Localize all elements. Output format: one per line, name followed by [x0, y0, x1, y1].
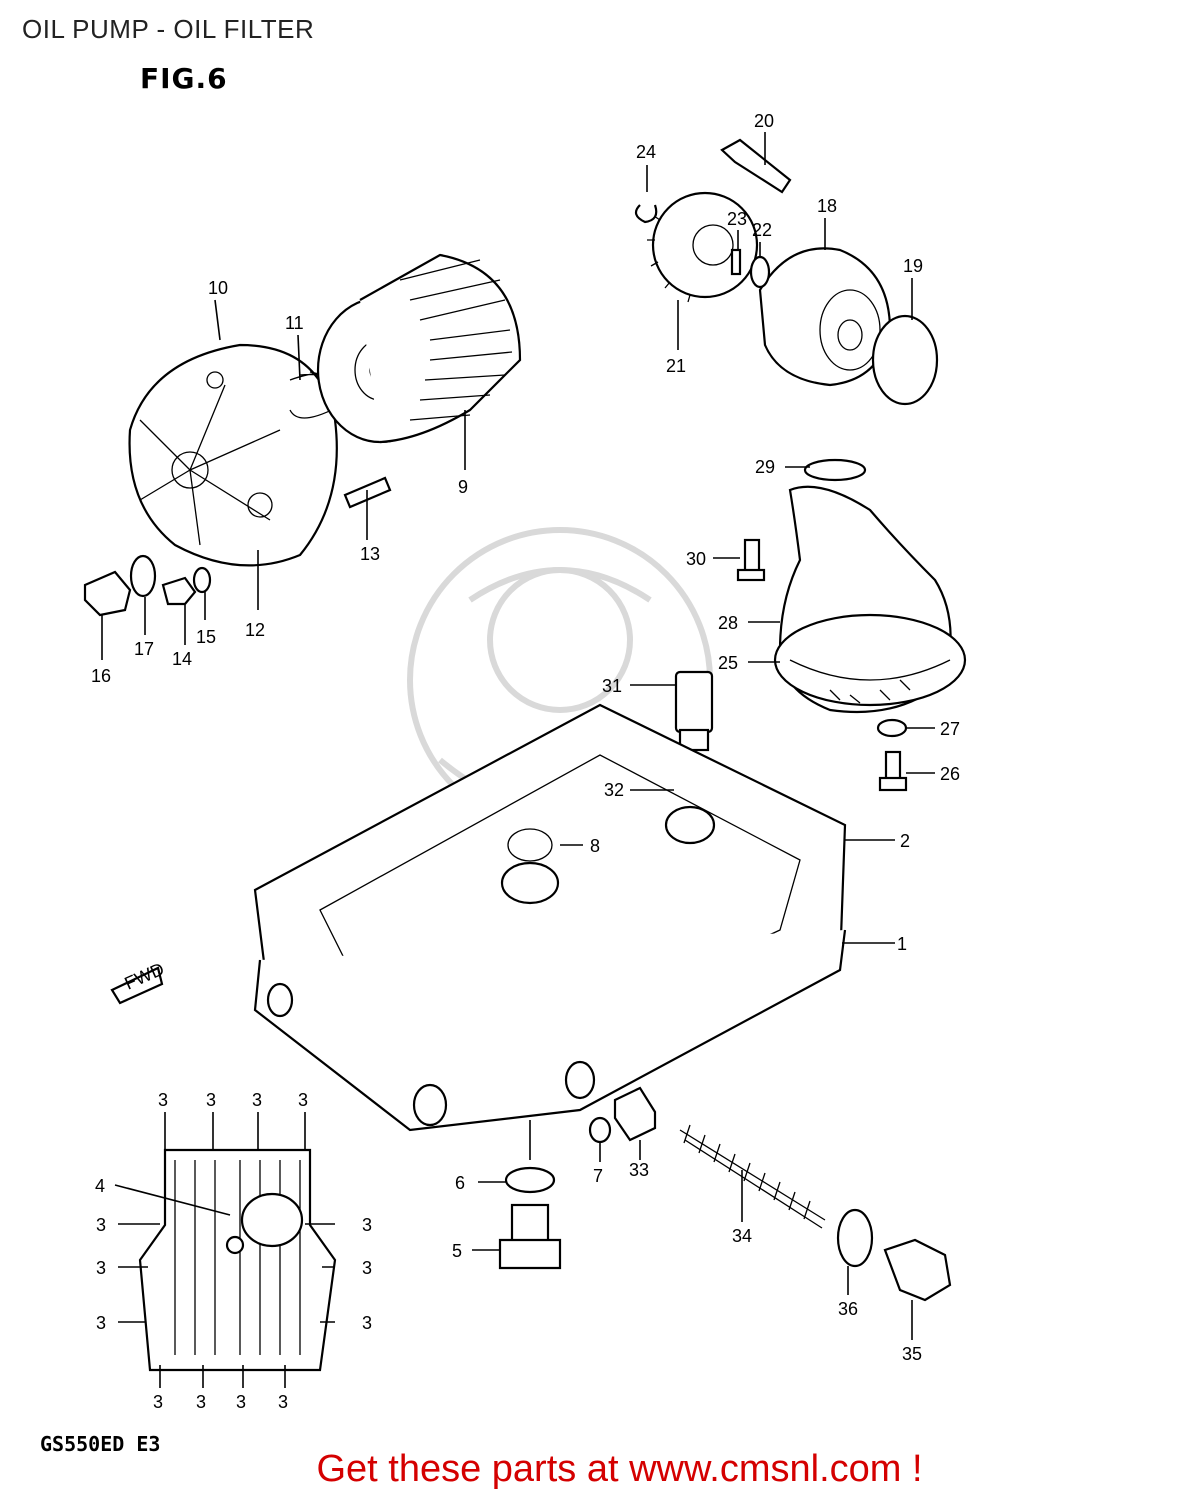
plug-35	[883, 1238, 952, 1302]
shop-link-banner[interactable]: Get these parts at www.cmsnl.com !	[316, 1448, 923, 1490]
bolt-26	[878, 750, 908, 792]
callout-3: 3	[252, 1090, 262, 1110]
callout-12: 12	[245, 620, 265, 640]
drain-plug-5	[498, 1203, 562, 1270]
leader-lines	[101, 132, 935, 1388]
pump-o-ring	[871, 314, 939, 406]
callout-24: 24	[636, 142, 656, 162]
page-title: OIL PUMP - OIL FILTER	[22, 14, 315, 44]
sleeve-33	[613, 1086, 657, 1142]
callout-29: 29	[755, 457, 775, 477]
filter-drain-plug	[83, 554, 212, 617]
pin-23	[730, 248, 742, 276]
pump-bolt	[720, 138, 792, 194]
callout-3: 3	[96, 1258, 106, 1278]
callout-22: 22	[752, 220, 772, 240]
callout-7: 7	[593, 1166, 603, 1186]
callout-4: 4	[95, 1176, 105, 1196]
callout-numbers: 1 2 4 5 6 7 8 9 10 11 12 13 14 15 16 17 …	[91, 111, 960, 1412]
model-code: GS550ED E3	[40, 1432, 161, 1456]
callout-32: 32	[604, 780, 624, 800]
callout-14: 14	[172, 649, 192, 669]
relief-spring-34	[679, 1124, 826, 1229]
callout-3: 3	[153, 1392, 163, 1412]
callout-3: 3	[298, 1090, 308, 1110]
callout-13: 13	[360, 544, 380, 564]
callout-8: 8	[590, 836, 600, 856]
callout-17: 17	[134, 639, 154, 659]
washer-27	[876, 718, 908, 738]
callout-35: 35	[902, 1344, 922, 1364]
plug-7	[588, 1116, 612, 1144]
callout-27: 27	[940, 719, 960, 739]
oil-pressure-switch	[674, 670, 714, 752]
strainer-bolt-30	[736, 538, 766, 582]
callout-3: 3	[206, 1090, 216, 1110]
callout-3: 3	[362, 1215, 372, 1235]
callout-3: 3	[196, 1392, 206, 1412]
figure-label: FIG.6	[140, 62, 228, 95]
callout-31: 31	[602, 676, 622, 696]
callout-3: 3	[362, 1258, 372, 1278]
callout-3: 3	[362, 1313, 372, 1333]
callout-11: 11	[285, 313, 304, 333]
callout-30: 30	[686, 549, 706, 569]
callout-26: 26	[940, 764, 960, 784]
callout-25: 25	[718, 653, 738, 673]
callout-3: 3	[96, 1215, 106, 1235]
callout-10: 10	[208, 278, 228, 298]
callout-1: 1	[897, 934, 907, 954]
callout-16: 16	[91, 666, 111, 686]
callout-19: 19	[903, 256, 923, 276]
callout-2: 2	[900, 831, 910, 851]
callout-18: 18	[817, 196, 837, 216]
callout-3: 3	[158, 1090, 168, 1110]
callout-6: 6	[455, 1173, 465, 1193]
oil-pump-body	[758, 247, 892, 387]
callout-28: 28	[718, 613, 738, 633]
oil-filter-cover	[128, 343, 338, 567]
washer-22	[749, 255, 771, 289]
callout-33: 33	[629, 1160, 649, 1180]
oil-pan-bottom-view	[138, 1148, 337, 1372]
callout-36: 36	[838, 1299, 858, 1319]
callout-21: 21	[666, 356, 686, 376]
callout-3: 3	[96, 1313, 106, 1333]
callout-5: 5	[452, 1241, 462, 1261]
oil-pan	[253, 703, 847, 1132]
callout-20: 20	[754, 111, 774, 131]
callout-15: 15	[196, 627, 216, 647]
oil-strainer	[773, 458, 967, 714]
callout-34: 34	[732, 1226, 752, 1246]
oil-filter-element	[316, 253, 522, 444]
circlip	[634, 204, 658, 224]
forward-arrow-icon: FWD	[110, 959, 167, 1005]
callout-23: 23	[727, 209, 747, 229]
gasket-6	[504, 1166, 556, 1194]
callout-9: 9	[458, 477, 468, 497]
callout-3: 3	[236, 1392, 246, 1412]
callout-3: 3	[278, 1392, 288, 1412]
gasket-36	[836, 1208, 874, 1268]
